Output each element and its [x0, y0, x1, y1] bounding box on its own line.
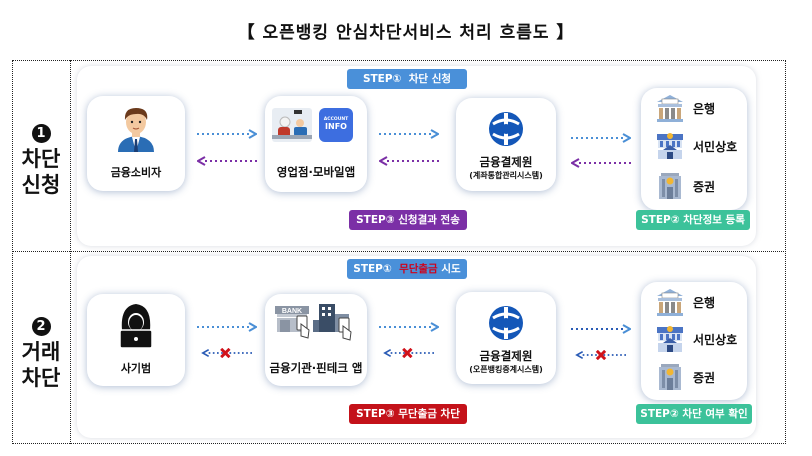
step2-badge: STEP② 차단 여부 확인: [636, 404, 752, 424]
institution-securities: 증권: [655, 171, 755, 201]
arrow-forward: [379, 322, 439, 332]
institution-label: 은행: [693, 102, 716, 116]
flow-panel-block-request: STEP① 차단 신청 금융소비자: [77, 66, 756, 246]
kftc-system-label: (계좌통합관리시스템): [469, 171, 543, 180]
institution-label: 서민상호: [693, 140, 738, 154]
arrow-back: [571, 158, 631, 168]
consumer-label: 금융소비자: [110, 166, 162, 179]
column-divider: [70, 60, 71, 444]
institution-label: 은행: [693, 296, 716, 310]
row-label-line2: 신청: [21, 173, 61, 197]
blocked-x-icon: [402, 348, 413, 358]
arrow-back-blocked: [383, 348, 434, 358]
row-label-line1: 차단: [21, 147, 61, 171]
kftc-system-label: (오픈뱅킹중계시스템): [469, 365, 543, 374]
institution-securities: 증권: [655, 362, 755, 392]
row-label-block-request: 1 차단 신청: [12, 117, 70, 198]
kftc-label: 금융결제원: [479, 155, 533, 169]
row-label-line1: 거래: [21, 340, 61, 364]
consumer-card: 금융소비자: [87, 96, 185, 191]
user-icon: [118, 108, 154, 152]
hacker-icon: [119, 304, 153, 349]
svg-text:BANK: BANK: [282, 308, 302, 315]
step2-badge: STEP② 차단정보 등록: [636, 210, 750, 230]
kftc-card: 금융결제원 (오픈뱅킹중계시스템): [456, 292, 556, 384]
arrow-forward: [571, 133, 631, 143]
row-label-transaction-block: 2 거래 차단: [12, 310, 70, 391]
bank-building-icon: [657, 95, 683, 122]
step-prefix: STEP①: [362, 73, 402, 85]
savings-building-icon: [657, 326, 683, 352]
step-text: 시도: [441, 263, 461, 275]
arrow-back-blocked: [575, 350, 626, 360]
step1-badge: STEP① 무단출금 시도: [347, 259, 467, 279]
flow-panel-transaction-block: STEP① 무단출금 시도 사기범 BANK: [77, 256, 756, 438]
institution-label: 증권: [693, 371, 716, 385]
institution-savings: 서민상호: [655, 324, 755, 354]
blocked-x-icon: [220, 348, 231, 358]
fraudster-label: 사기범: [120, 362, 152, 375]
kftc-logo-icon: [489, 306, 523, 340]
step-text: 차단 신청: [408, 73, 452, 85]
channel-card: BANK 금융기관·핀테크 앱: [265, 294, 367, 386]
channel-card: ACCOUNT INFO 영업점·모바일앱: [265, 96, 367, 192]
step3-badge: STEP③ 신청결과 전송: [349, 210, 467, 230]
row-number-badge: 2: [31, 317, 51, 336]
kftc-logo-icon: [489, 112, 523, 146]
arrow-back-blocked: [201, 348, 252, 358]
blocked-x-icon: [595, 350, 607, 360]
step-highlight-text: 무단출금: [399, 263, 438, 275]
row-label-line2: 차단: [21, 366, 61, 390]
arrow-forward: [379, 129, 439, 139]
arrow-forward: [571, 324, 631, 334]
institutions-card: 은행 서민상호 증권: [641, 282, 747, 400]
kftc-card: 금융결제원 (계좌통합관리시스템): [456, 98, 556, 191]
step-prefix: STEP①: [353, 263, 392, 275]
securities-building-icon: [659, 173, 681, 199]
institution-bank: 은행: [655, 287, 755, 317]
arrow-back: [197, 156, 257, 166]
fraudster-card: 사기범: [87, 294, 185, 386]
page-title: 【 오픈뱅킹 안심차단서비스 처리 흐름도 】: [237, 23, 575, 43]
row-divider: [12, 251, 786, 252]
institutions-card: 은행 서민상호 증권: [641, 88, 747, 210]
step3-badge: STEP③ 무단출금 차단: [349, 404, 467, 424]
table-frame: [12, 60, 786, 444]
account-info-badge: ACCOUNT INFO: [319, 108, 353, 142]
bank-building-icon: [657, 289, 683, 316]
bank-fintech-icon: BANK: [275, 304, 352, 341]
arrow-back: [379, 156, 439, 166]
badge-line1: ACCOUNT: [323, 117, 349, 122]
channel-label: 영업점·모바일앱: [276, 165, 356, 179]
savings-building-icon: [657, 133, 683, 159]
channel-label: 금융기관·핀테크 앱: [269, 361, 363, 375]
step1-badge: STEP① 차단 신청: [347, 69, 467, 89]
institution-label: 서민상호: [693, 333, 738, 347]
kftc-label: 금융결제원: [479, 349, 533, 363]
row-number-badge: 1: [31, 124, 51, 143]
institution-bank: 은행: [655, 93, 755, 123]
institution-label: 증권: [693, 180, 716, 194]
badge-line2: INFO: [325, 122, 347, 131]
institution-savings: 서민상호: [655, 131, 755, 161]
securities-building-icon: [659, 364, 681, 390]
branch-counter-icon: [272, 108, 312, 142]
arrow-forward: [197, 129, 257, 139]
arrow-forward: [197, 322, 257, 332]
